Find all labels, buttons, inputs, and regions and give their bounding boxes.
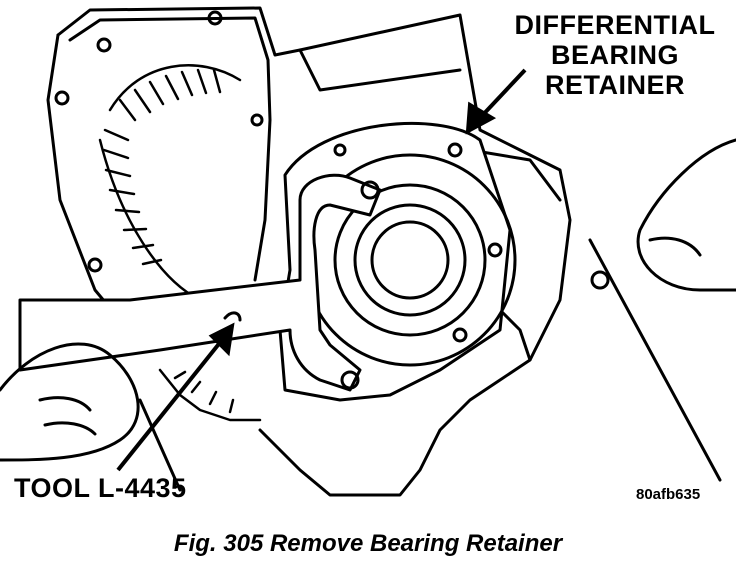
arrow-retainer-leader — [476, 68, 527, 122]
figure-caption: Fig. 305 Remove Bearing Retainer — [173, 530, 563, 557]
arrow-retainer-head — [465, 101, 497, 135]
image-reference-code: 80afb635 — [636, 486, 701, 503]
ring-gear — [98, 64, 262, 422]
label-line-1: DIFFERENTIAL — [514, 10, 716, 40]
leader-arrows — [116, 68, 527, 472]
arrow-tool-head — [208, 322, 235, 357]
right-hand — [636, 138, 736, 292]
label-line-3: RETAINER — [544, 70, 685, 100]
arrow-tool-leader — [116, 338, 224, 472]
tool-label: TOOL L-4435 — [14, 473, 187, 503]
label-line-2: BEARING — [550, 40, 679, 70]
left-hand — [0, 342, 140, 462]
tool-l-4435 — [18, 173, 382, 392]
differential-bearing-retainer-label: DIFFERENTIAL BEARING RETAINER — [500, 10, 730, 100]
